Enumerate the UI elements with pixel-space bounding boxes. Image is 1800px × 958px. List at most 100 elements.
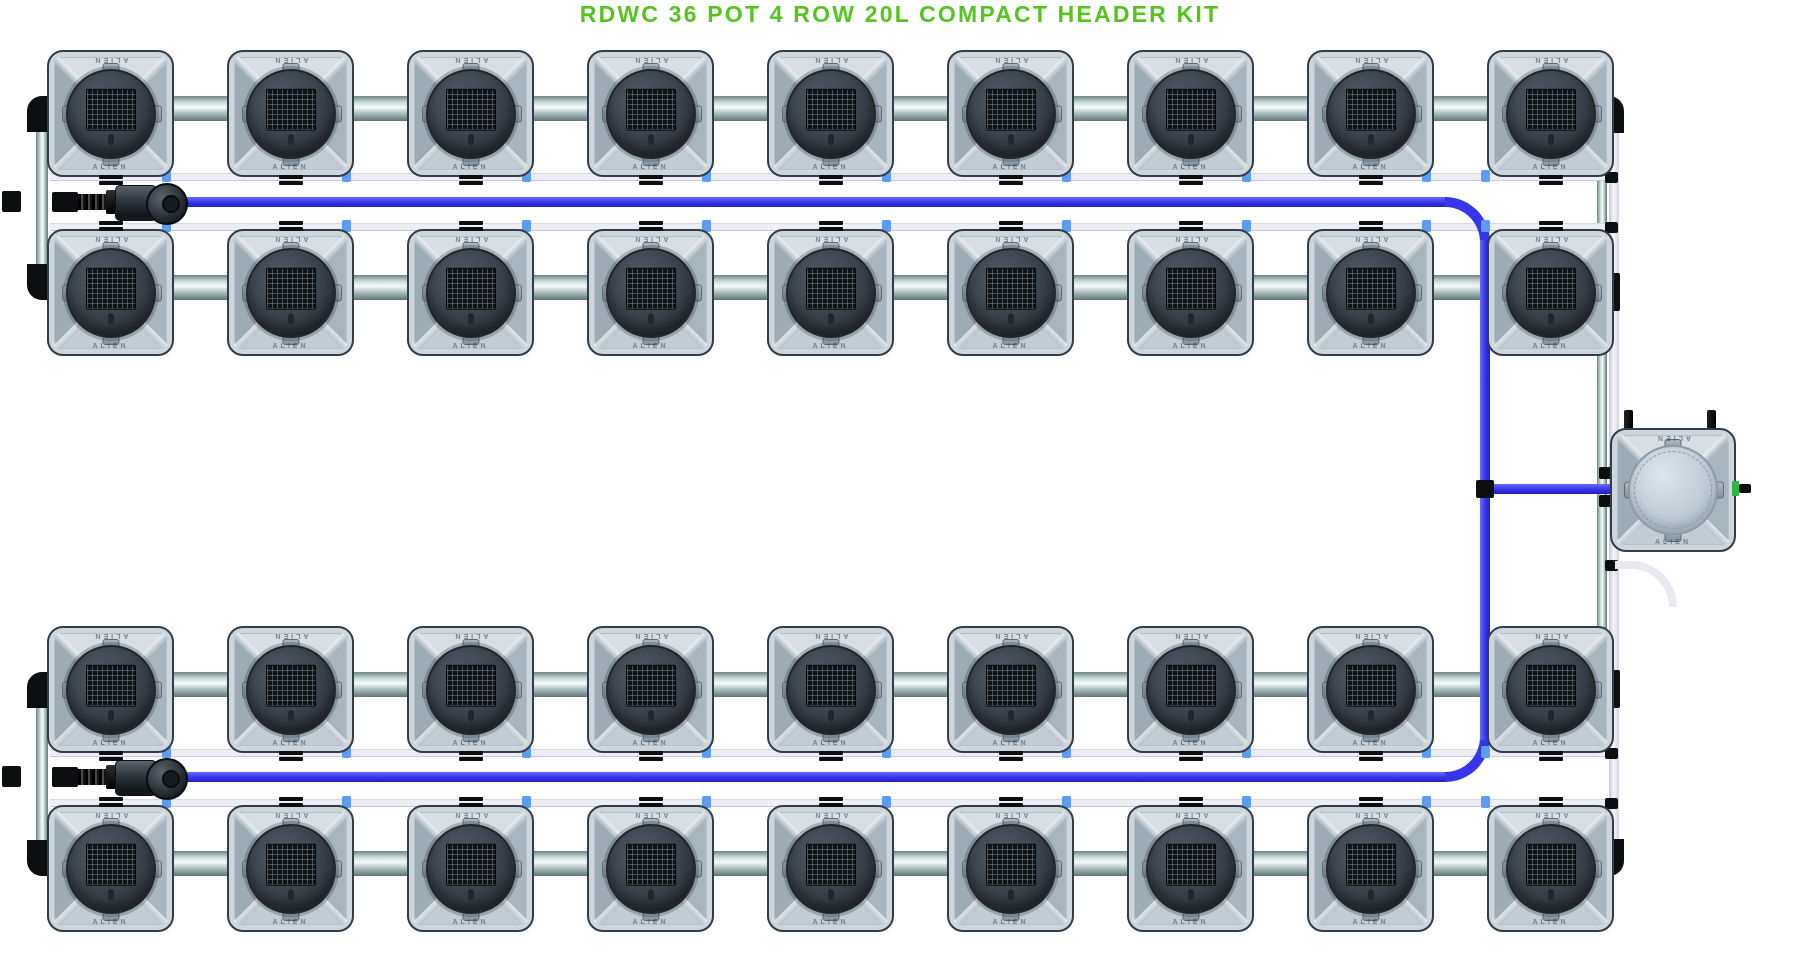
mesh-grid [805, 843, 856, 886]
pot-drain-fitting [1538, 803, 1563, 807]
brand-label: ALIEN [992, 235, 1029, 242]
brand-label: ALIEN [632, 235, 669, 242]
mesh-grid [985, 664, 1036, 707]
mesh-grid [805, 267, 856, 310]
pot-drain-fitting [998, 803, 1023, 807]
brand-label: ALIEN [1532, 164, 1569, 171]
pot-drain-fitting [1358, 757, 1383, 761]
pot-top-face [1312, 55, 1429, 172]
pipe-clip [522, 796, 531, 808]
mesh-grid [445, 267, 496, 310]
brand-label: ALIEN [92, 740, 129, 747]
lid-slot [1367, 709, 1374, 721]
lid-slot [1007, 312, 1014, 324]
mesh-grid [265, 664, 316, 707]
pot-drain-fitting [458, 227, 483, 231]
pipe-clip [1242, 220, 1251, 232]
pipe-clip [162, 170, 171, 182]
lid-slot [1367, 133, 1374, 145]
drain-hose [1615, 561, 1677, 607]
pot-top-face [1132, 810, 1249, 927]
mesh-grid [265, 267, 316, 310]
lid-slot [287, 133, 294, 145]
pot-top-face [1492, 810, 1609, 927]
pot-top-face [232, 631, 349, 748]
brand-label: ALIEN [632, 164, 669, 171]
brand-label: ALIEN [632, 740, 669, 747]
pot-drain-fitting [818, 803, 843, 807]
mesh-grid [445, 88, 496, 131]
brand-label: ALIEN [1172, 811, 1209, 818]
brand-label: ALIEN [1352, 56, 1389, 63]
pipe-clip [1242, 746, 1251, 758]
pipe-clip [342, 796, 351, 808]
pipe-clip [1481, 746, 1490, 758]
brand-label: ALIEN [452, 632, 489, 639]
pot-drain-fitting [98, 751, 123, 755]
pot-drain-fitting [1538, 797, 1563, 801]
pot-top-face [772, 631, 889, 748]
mesh-grid [85, 843, 136, 886]
pot-drain-fitting [818, 181, 843, 185]
lid-slot [647, 709, 654, 721]
brand-label: ALIEN [1352, 632, 1389, 639]
mesh-grid [265, 843, 316, 886]
reservoir-valve-green [1732, 481, 1739, 496]
standpipe-fitting-1 [1605, 172, 1618, 183]
lid-slot [107, 133, 114, 145]
mesh-grid [625, 664, 676, 707]
pipe-clip [1062, 796, 1071, 808]
brand-label: ALIEN [92, 235, 129, 242]
pot-drain-fitting [458, 181, 483, 185]
brand-label: ALIEN [452, 235, 489, 242]
lid-slot [647, 888, 654, 900]
water-pump-hub-1 [162, 195, 180, 213]
pipe-clip [702, 746, 711, 758]
pot-top-face [1312, 234, 1429, 351]
standpipe-fitting-5 [1605, 560, 1618, 571]
lid-slot [287, 709, 294, 721]
pot-drain-fitting [638, 751, 663, 755]
pot-top-face [412, 234, 529, 351]
brand-label: ALIEN [272, 343, 309, 350]
pot-drain-fitting [1538, 175, 1563, 179]
pump-inlet-fitting-2 [2, 766, 21, 787]
diagram-title: RDWC 36 POT 4 ROW 20L COMPACT HEADER KIT [579, 1, 1221, 27]
pot-drain-fitting [1178, 751, 1203, 755]
brand-label: ALIEN [452, 811, 489, 818]
pipe-clip [522, 170, 531, 182]
pipe-clip [1422, 796, 1431, 808]
pot-top-face [52, 234, 169, 351]
pot-drain-fitting [278, 797, 303, 801]
mesh-grid [985, 843, 1036, 886]
brand-label: ALIEN [92, 632, 129, 639]
lid-slot [647, 133, 654, 145]
pipe-clip [162, 220, 171, 232]
lid-slot [107, 888, 114, 900]
pot-drain-fitting [458, 797, 483, 801]
pot-drain-fitting [1358, 221, 1383, 225]
mesh-grid [1525, 267, 1576, 310]
pot-drain-fitting [98, 175, 123, 179]
pot-drain-fitting [638, 227, 663, 231]
brand-label: ALIEN [92, 164, 129, 171]
brand-label: ALIEN [1352, 919, 1389, 926]
mesh-lid [1145, 68, 1236, 159]
pot-top-face [952, 55, 1069, 172]
lid-slot [467, 133, 474, 145]
pipe-clip [522, 746, 531, 758]
pot-top-face [52, 55, 169, 172]
brand-label: ALIEN [992, 164, 1029, 171]
brand-label: ALIEN [812, 919, 849, 926]
mesh-grid [805, 88, 856, 131]
lid-slot [1547, 888, 1554, 900]
pot-drain-fitting [1178, 803, 1203, 807]
